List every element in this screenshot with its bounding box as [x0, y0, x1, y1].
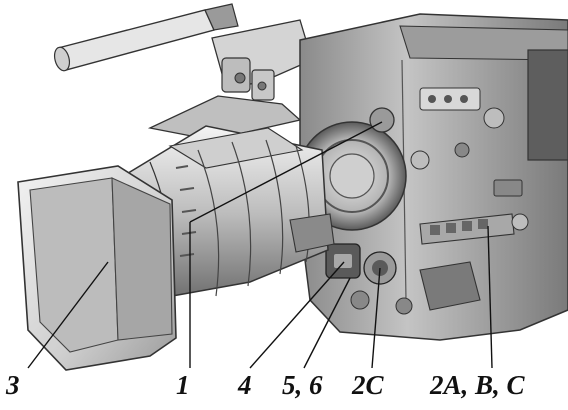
leader-2abc — [487, 225, 493, 369]
leader-56 — [303, 277, 351, 369]
callout-1: 1 — [176, 370, 190, 400]
leader-3 — [27, 261, 109, 369]
leader-2c — [371, 267, 381, 369]
callout-3: 3 — [5, 370, 20, 400]
leader-1-diagonal — [189, 121, 383, 223]
mic-holder — [147, 19, 313, 141]
camera-body — [299, 13, 568, 341]
lens-hood — [17, 165, 177, 371]
callout-4: 4 — [237, 370, 252, 400]
callout-2abc: 2A, B, C — [429, 370, 526, 400]
microphone — [53, 3, 239, 72]
callout-2c: 2C — [351, 370, 385, 400]
leader-4 — [249, 261, 345, 369]
leader-lines — [27, 121, 493, 369]
callout-5-6: 5, 6 — [282, 370, 323, 400]
